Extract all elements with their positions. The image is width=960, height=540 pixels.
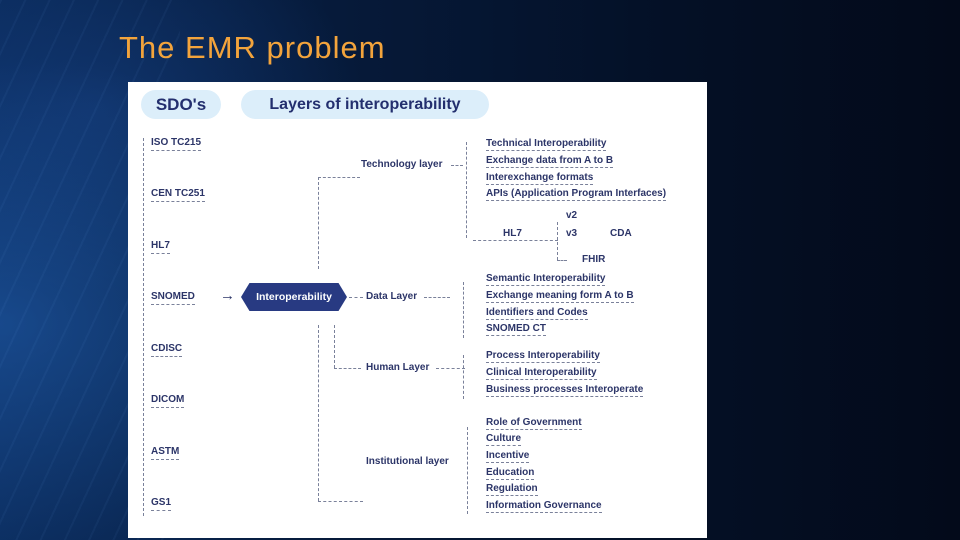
hl7-fhir-branch	[557, 260, 567, 261]
diagram-panel: SDO's Layers of interoperability ISO TC2…	[128, 82, 707, 538]
connector-human	[334, 368, 361, 369]
hl7-underline	[473, 240, 558, 241]
technology-item: Exchange data from A to B	[486, 155, 614, 168]
data-bracket	[463, 282, 464, 338]
technology-item: APIs (Application Program Interfaces)	[486, 188, 667, 201]
layers-header: Layers of interoperability	[241, 90, 489, 119]
connector-data	[349, 297, 363, 298]
human-layer-label: Human Layer	[366, 362, 430, 373]
human-bracket	[463, 355, 464, 399]
connector-institutional	[318, 501, 363, 502]
data-item: Identifiers and Codes	[486, 307, 588, 320]
institutional-item: Regulation	[486, 483, 538, 496]
connector-down	[318, 325, 319, 501]
hl7-fhir: FHIR	[582, 254, 606, 265]
tech-bracket-link	[451, 165, 463, 166]
hl7-cda: CDA	[610, 228, 632, 239]
institutional-item: Information Governance	[486, 500, 602, 513]
interoperability-node: Interoperability	[241, 283, 347, 311]
connector-human-vertical	[334, 325, 335, 368]
institutional-item: Culture	[486, 433, 521, 446]
institutional-layer-label: Institutional layer	[366, 456, 449, 467]
data-item: Semantic Interoperability	[486, 273, 606, 286]
sdo-item: ASTM	[151, 446, 180, 460]
technology-item: Interexchange formats	[486, 172, 594, 185]
data-bracket-link	[424, 297, 450, 298]
technology-bracket	[466, 142, 467, 238]
arrow-right-icon: →	[220, 287, 235, 304]
sdo-item: SNOMED	[151, 291, 195, 305]
hl7-tree-vertical	[557, 222, 558, 260]
human-item: Clinical Interoperability	[486, 367, 597, 380]
sdo-item: DICOM	[151, 394, 185, 408]
slide-title: The EMR problem	[119, 30, 386, 65]
sdo-item: GS1	[151, 497, 172, 511]
hl7-v3: v3	[566, 228, 578, 239]
institutional-bracket	[467, 427, 468, 514]
hl7-root: HL7	[503, 228, 522, 239]
connector-up	[318, 177, 319, 269]
institutional-item: Role of Government	[486, 417, 582, 430]
institutional-item: Incentive	[486, 450, 530, 463]
sdo-item: CDISC	[151, 343, 183, 357]
connector-technology	[318, 177, 360, 178]
sdo-column-line	[143, 138, 144, 516]
hl7-v2: v2	[566, 210, 578, 221]
institutional-item: Education	[486, 467, 535, 480]
data-item: SNOMED CT	[486, 323, 546, 336]
sdo-item: CEN TC251	[151, 188, 205, 202]
human-item: Process Interoperability	[486, 350, 600, 363]
technology-layer-label: Technology layer	[361, 159, 443, 170]
data-item: Exchange meaning form A to B	[486, 290, 634, 303]
human-item: Business processes Interoperate	[486, 384, 644, 397]
sdo-item: ISO TC215	[151, 137, 202, 151]
data-layer-label: Data Layer	[366, 291, 418, 302]
human-bracket-link	[436, 368, 465, 369]
sdo-item: HL7	[151, 240, 170, 254]
technology-item: Technical Interoperability	[486, 138, 607, 151]
sdo-header: SDO's	[141, 90, 221, 119]
